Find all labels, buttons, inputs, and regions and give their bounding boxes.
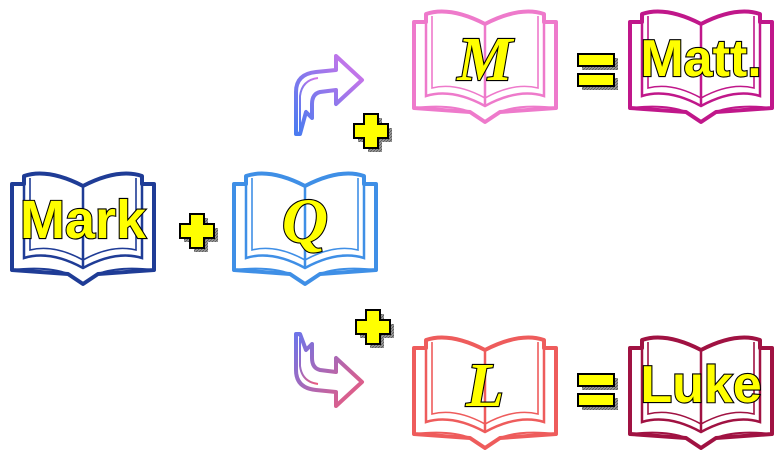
book-q: Q <box>232 171 378 286</box>
book-mark: Mark <box>10 171 156 286</box>
book-l: L <box>412 335 558 450</box>
plus-sign-1 <box>179 213 219 253</box>
label-m: M <box>456 26 514 94</box>
equals-sign-1 <box>577 53 619 91</box>
plus-sign-3 <box>355 309 395 349</box>
arrow-up-right-icon <box>294 54 364 136</box>
plus-sign-2 <box>353 113 393 153</box>
label-luke: Luke <box>640 356 761 414</box>
label-mark: Mark <box>20 190 147 250</box>
label-l: L <box>465 352 504 420</box>
equals-sign-2 <box>577 373 619 411</box>
arrow-down-right-icon <box>294 332 364 408</box>
book-m: M <box>412 9 558 125</box>
label-q: Q <box>282 185 328 256</box>
label-matt: Matt. <box>640 30 761 88</box>
book-matt: Matt. <box>628 9 774 125</box>
book-luke: Luke <box>628 335 774 450</box>
